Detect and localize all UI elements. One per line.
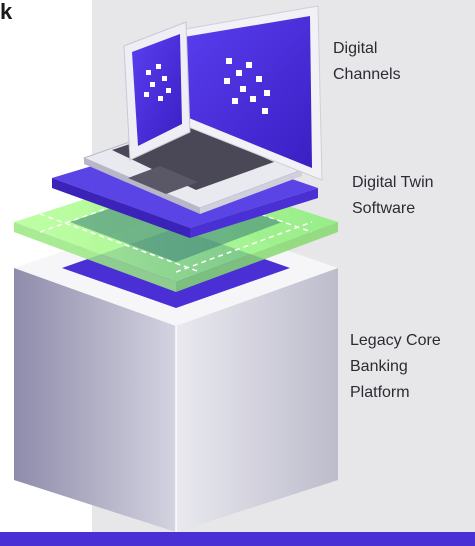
cut-heading-fragment: k	[0, 0, 13, 24]
label-digital-channels: Digital Channels	[333, 40, 401, 83]
label-digital-twin-software: Digital Twin Software	[352, 174, 434, 217]
label-legacy-core-banking-platform: Legacy Core Banking Platform	[350, 332, 441, 401]
tablet-icon	[123, 21, 191, 161]
bottom-accent-bar	[0, 532, 475, 546]
